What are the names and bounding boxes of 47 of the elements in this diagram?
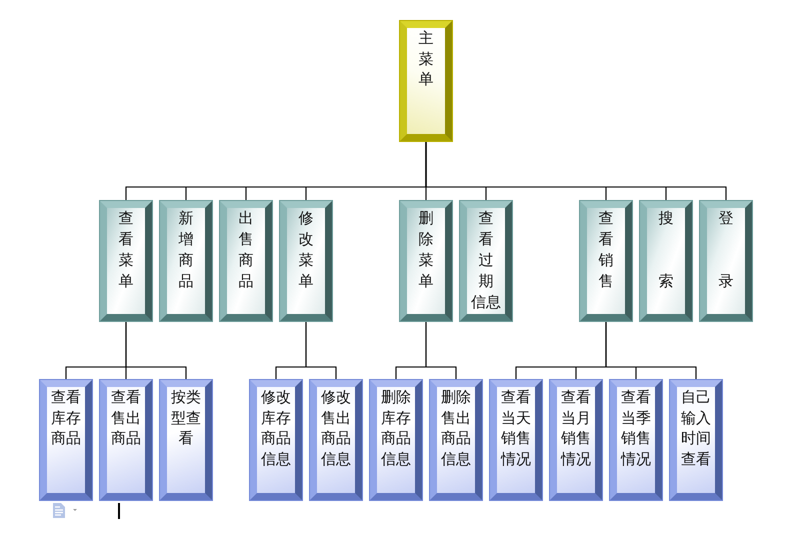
- menu-label: 出售商品: [238, 208, 254, 292]
- menu-label: 查看当月销售情况: [561, 387, 591, 469]
- menu-box: [370, 380, 422, 500]
- menu-box: [100, 380, 152, 500]
- menu-label: 查看当天销售情况: [501, 387, 531, 469]
- menu-label: 修改菜单: [298, 208, 314, 292]
- menu-box: [40, 380, 92, 500]
- menu-box: [220, 201, 272, 321]
- connector-line: [605, 321, 697, 380]
- menu-box: [460, 201, 512, 321]
- menu-label: 搜索: [658, 208, 674, 292]
- menu-box: [280, 201, 332, 321]
- menu-box: [310, 380, 362, 500]
- menu-box: [400, 21, 452, 141]
- menu-label: 删除菜单: [418, 208, 434, 292]
- connector-line: [425, 321, 457, 380]
- menu-box: [610, 380, 662, 500]
- connector-line: [125, 321, 187, 380]
- menu-label: 修改售出商品信息: [321, 387, 351, 469]
- menu-box: [490, 380, 542, 500]
- menu-label: 查看过期信息: [471, 208, 501, 313]
- menu-label: 新增商品: [178, 208, 194, 292]
- menu-label: 按类型查看: [171, 387, 201, 448]
- menu-box: [700, 201, 752, 321]
- menu-box: [100, 201, 152, 321]
- connector-line: [305, 321, 337, 380]
- connector-line: [425, 141, 727, 201]
- menu-box: [160, 380, 212, 500]
- menu-label: 查看售出商品: [111, 387, 141, 448]
- menu-box: [670, 380, 722, 500]
- menu-box: [550, 380, 602, 500]
- menu-label: 登录: [718, 208, 734, 292]
- menu-label: 删除售出商品信息: [441, 387, 471, 469]
- menu-box: [430, 380, 482, 500]
- menu-label: 修改库存商品信息: [261, 387, 291, 469]
- menu-box: [400, 201, 452, 321]
- menu-label: 查看销售: [598, 208, 614, 292]
- menu-label: 查看菜单: [118, 208, 134, 292]
- menu-label: 查看当季销售情况: [621, 387, 651, 469]
- menu-box: [160, 201, 212, 321]
- menu-box: [640, 201, 692, 321]
- menu-box: [250, 380, 302, 500]
- menu-label: 自己输入时间查看: [681, 387, 711, 469]
- menu-label: 主菜单: [418, 28, 434, 90]
- menu-label: 查看库存商品: [51, 387, 81, 448]
- menu-box: [580, 201, 632, 321]
- menu-label: 删除库存商品信息: [381, 387, 411, 469]
